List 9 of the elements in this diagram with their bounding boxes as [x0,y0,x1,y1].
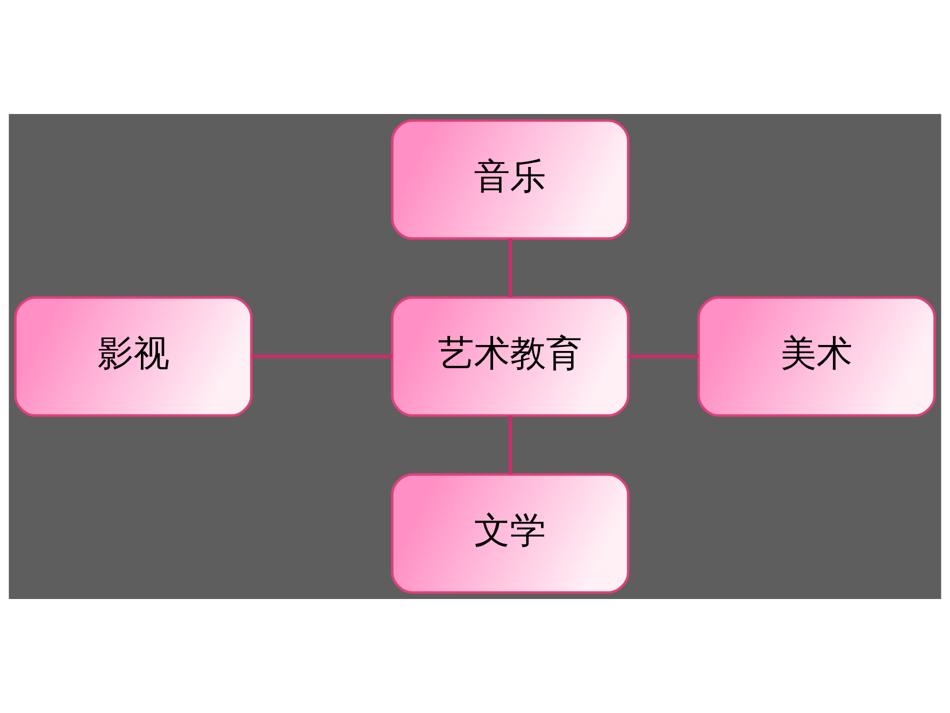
node-box: 美术 [697,296,936,417]
node-box: 艺术教育 [391,296,630,417]
node-box: 文学 [391,473,630,594]
connector [508,238,512,297]
connector [252,354,392,358]
connector [508,415,512,474]
node-box: 音乐 [391,119,630,240]
connector [628,354,698,358]
node-box: 影视 [14,296,253,417]
